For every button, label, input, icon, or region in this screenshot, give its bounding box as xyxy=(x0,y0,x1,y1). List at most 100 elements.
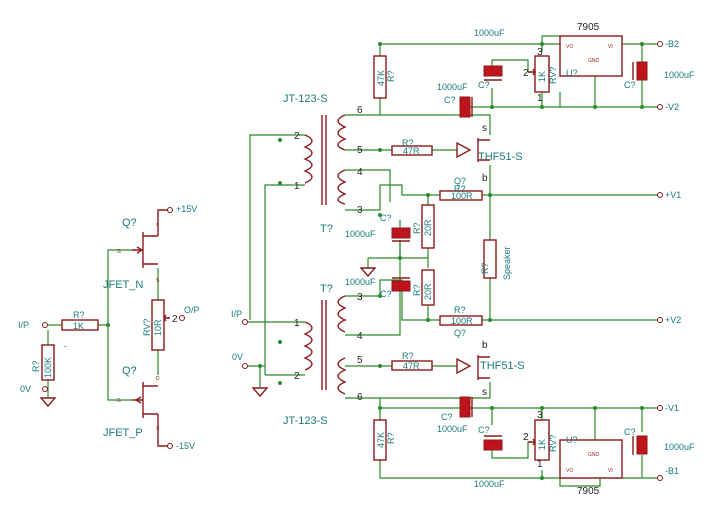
q-ref: Q? xyxy=(454,176,466,186)
value-label: 20R xyxy=(423,219,433,236)
resistor-47r-bottom: R? 47R xyxy=(391,351,433,371)
pin-g: G xyxy=(117,398,121,404)
ref-label: Q? xyxy=(122,365,137,377)
junction-dots xyxy=(106,42,644,480)
potentiometer-rv-top: 1K RV? 3 2 1 xyxy=(523,47,558,104)
value-label: 100R xyxy=(451,316,473,326)
wires xyxy=(47,35,660,487)
pin-gnd: GND xyxy=(588,452,600,458)
resistor-47k-bottom: 47K R? xyxy=(373,419,396,461)
transformer-top: JT-123-S T? 2 1 6 5 4 3 xyxy=(283,93,363,235)
regulator-bottom: U? GND VO VI 7905 xyxy=(559,435,623,497)
ref-label: RV? xyxy=(548,435,558,452)
pin-1: 1 xyxy=(294,181,300,192)
ref-label: R? xyxy=(402,351,414,361)
value-label: 1000uF xyxy=(437,424,468,434)
net-minus-b1: -B1 xyxy=(665,466,679,476)
pin-4: 4 xyxy=(357,167,363,178)
ref-label: R? xyxy=(31,360,41,372)
pin-1: 1 xyxy=(294,318,300,329)
resistor-20r-lower: 20R R? xyxy=(412,269,435,306)
value-label: 1000uF xyxy=(664,442,695,452)
pin-s: S xyxy=(156,426,160,432)
net-ip: I/P xyxy=(231,309,242,319)
value-label: 1000uF xyxy=(437,82,468,92)
mosfet-bottom: THF51-S b s xyxy=(456,340,525,398)
value-label: 47K xyxy=(376,70,386,86)
pin-s: s xyxy=(482,387,487,398)
ref-label: R? xyxy=(412,222,422,234)
value-label: 1K xyxy=(537,71,547,82)
ref-label: C? xyxy=(624,80,636,90)
ref-label: R? xyxy=(386,70,396,82)
ref-label: C? xyxy=(444,95,456,105)
transformer-top-ref: T? xyxy=(320,223,333,235)
ref-label: U? xyxy=(566,68,578,78)
capacitor-c-top-right: 1000uF C? xyxy=(624,61,695,90)
mosfet-top: THF51-S s b xyxy=(456,123,523,184)
jfet-n: +15V Q? JFET_N G d S xyxy=(103,204,197,291)
pin-2: 2 xyxy=(172,314,178,325)
value-label: 1000uF xyxy=(474,28,505,38)
resistor-100r-top: Q? R? 100R xyxy=(439,176,483,201)
transformer-bottom-ref: T? xyxy=(320,283,333,295)
capacitor-c-top-left: 1000uF C? xyxy=(437,82,473,118)
ref-label: C? xyxy=(380,213,392,223)
pin-2: 2 xyxy=(294,371,300,382)
ref-label: RV? xyxy=(548,67,558,84)
resistor-47k-top: 47K R? xyxy=(373,55,396,99)
pin-3: 3 xyxy=(357,205,363,216)
pin-3: 3 xyxy=(537,410,543,421)
pin-3: 3 xyxy=(357,292,363,303)
resistor-20r-upper: 20R R? xyxy=(412,204,435,249)
pin-b: b xyxy=(482,340,488,351)
value-label: 1000uF xyxy=(345,277,376,287)
pin-2: 2 xyxy=(523,432,529,443)
net-minus-15v: -15V xyxy=(176,441,195,451)
value-label: 47K xyxy=(376,432,386,448)
transformer-bottom-label: JT-123-S xyxy=(283,415,328,427)
resistor-47r-top: R? 47R xyxy=(391,138,433,156)
ground-symbol xyxy=(39,397,57,408)
pin-vi: VI xyxy=(608,44,613,50)
minus-sign: - xyxy=(64,341,67,351)
ref-label: C? xyxy=(478,425,490,435)
part-label: JFET_P xyxy=(103,427,143,439)
pin-s: S xyxy=(156,278,160,284)
net-minus-v1: -V1 xyxy=(665,403,679,413)
pin-b: b xyxy=(482,173,488,184)
ref-label: R? xyxy=(480,262,490,274)
ref-label: C? xyxy=(380,289,392,299)
ref-label: R? xyxy=(73,310,85,320)
ref-label: R? xyxy=(402,138,414,148)
ref-label: U? xyxy=(566,435,578,445)
ref-label: C? xyxy=(441,412,453,422)
value-label: 1000uF xyxy=(664,70,695,80)
part-label: THF51-S xyxy=(478,151,523,163)
pin-2: 2 xyxy=(294,131,300,142)
capacitor-c-bottom-right: C? 1000uF xyxy=(624,427,695,455)
net-op: O/P xyxy=(184,305,200,315)
value-label: 47R xyxy=(403,146,420,156)
jfet-p: -15V Q? JFET_P G D S xyxy=(103,365,195,451)
part-label: 7905 xyxy=(577,22,600,33)
ref-label: Q? xyxy=(122,217,137,229)
pin-gnd: GND xyxy=(588,58,600,64)
pin-d: D xyxy=(156,376,160,382)
part-label: 7905 xyxy=(577,486,600,497)
pin-5: 5 xyxy=(357,355,363,366)
value-label: 1K xyxy=(73,321,84,331)
ref-label: R? xyxy=(454,305,466,315)
ref-label: R? xyxy=(386,432,396,444)
net-0v: 0V xyxy=(20,384,31,394)
pin-1: 1 xyxy=(537,93,543,104)
pin-vo: VO xyxy=(566,468,573,474)
net-ip: I/P xyxy=(18,320,29,330)
pin-4: 4 xyxy=(357,331,363,342)
pin-s: s xyxy=(482,123,487,134)
regulator-top: 7905 VO VI GND U? xyxy=(559,22,623,78)
capacitor-c-center-upper: C? 1000uF xyxy=(345,213,411,242)
part-label: JFET_N xyxy=(103,279,143,291)
pin-vi: VI xyxy=(608,468,613,474)
value-label: 20R xyxy=(423,283,433,300)
